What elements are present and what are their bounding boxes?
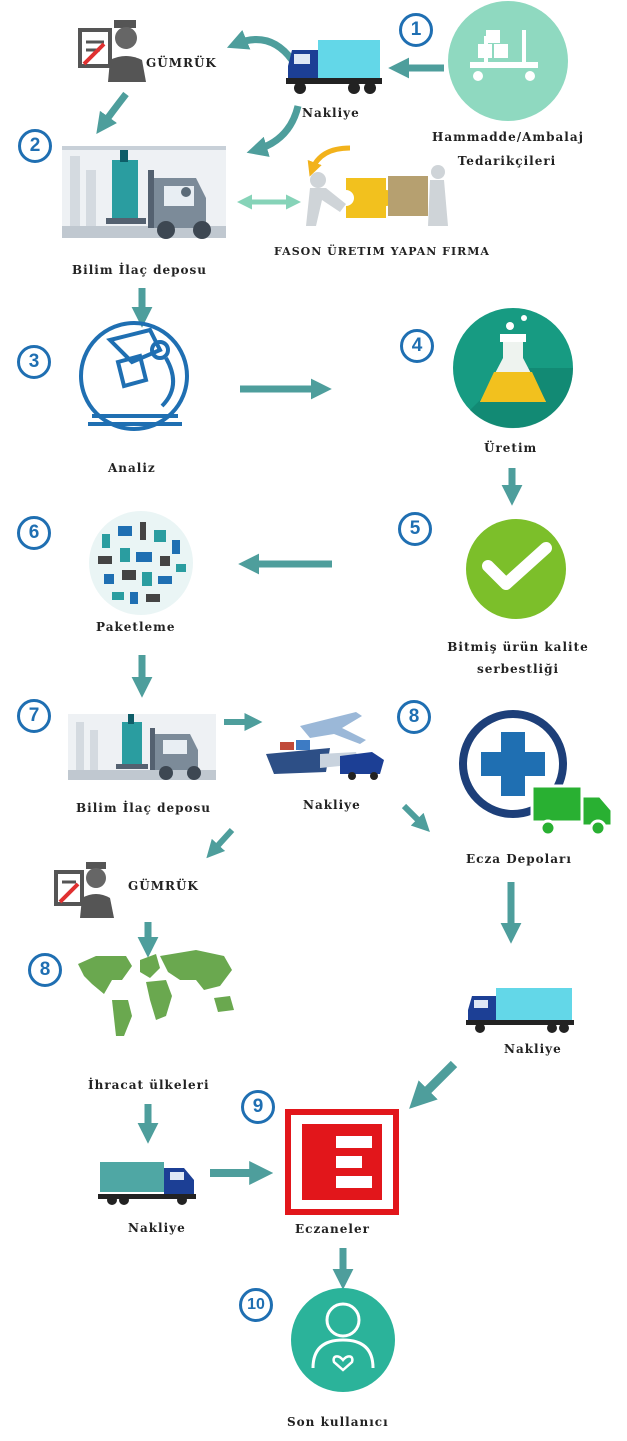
step-number-6: 6	[17, 516, 51, 550]
label-contract-manufacturer: FASON ÜRETIM YAPAN FIRMA	[274, 245, 490, 258]
warehouse-forklift-icon	[68, 714, 216, 780]
label-customs-top: GÜMRÜK	[146, 56, 217, 70]
pallet-boxes-icon	[448, 1, 568, 121]
label-packaging: Paketleme	[96, 620, 176, 634]
label-transport-bottom: Nakliye	[128, 1221, 186, 1235]
label-suppliers-line2: Tedarikçileri	[457, 154, 557, 168]
truck-icon	[466, 988, 574, 1033]
step-number-1: 1	[399, 13, 433, 47]
label-depot-top: Bilim İlaç deposu	[72, 263, 208, 277]
arrow-shipping-to-wholesaler	[401, 803, 430, 832]
step-number-5: 5	[398, 512, 432, 546]
truck-icon	[98, 1162, 196, 1205]
step-number-8: 8	[28, 953, 62, 987]
arrow-truck-to-pharmacy-right	[409, 1060, 458, 1109]
label-quality-release-line2: serbestliği	[476, 662, 560, 676]
truck-icon	[286, 40, 382, 94]
label-production: Üretim	[484, 441, 538, 455]
puzzle-people-icon	[306, 165, 448, 226]
label-transport-mid: Nakliye	[303, 798, 361, 812]
arrow-customs-to-depot	[96, 91, 129, 134]
label-customs-mid: GÜMRÜK	[128, 879, 199, 893]
label-end-user: Son kullanıcı	[287, 1415, 389, 1429]
user-icon	[291, 1288, 395, 1392]
arrows	[96, 30, 523, 1290]
arrow-truck-to-customs	[226, 30, 295, 63]
label-analysis: Analiz	[108, 461, 156, 475]
checkmark-icon	[466, 519, 566, 619]
step-number-10: 10	[239, 1288, 273, 1322]
warehouse-forklift-icon	[62, 146, 226, 239]
label-pharmacies: Eczaneler	[295, 1222, 370, 1236]
customs-officer-icon	[78, 20, 146, 82]
pharmacy-e-icon	[285, 1109, 399, 1215]
step-number-3: 3	[17, 345, 51, 379]
plane-ship-truck-icon	[266, 712, 384, 780]
label-depot-mid: Bilim İlaç deposu	[76, 801, 212, 815]
step-number-8: 8	[397, 700, 431, 734]
step-number-4: 4	[400, 329, 434, 363]
packaging-collage-icon	[89, 511, 193, 615]
label-export-countries: İhracat ülkeleri	[88, 1078, 210, 1092]
world-map-icon	[78, 950, 234, 1036]
step-number-2: 2	[18, 129, 52, 163]
arrow-depot-to-customs	[206, 827, 235, 859]
arrow-fason-to-depot	[307, 145, 351, 177]
label-quality-release-line1: Bitmiş ürün kalite	[447, 640, 589, 654]
label-suppliers-line1: Hammadde/Ambalaj	[432, 130, 584, 144]
label-transport-right: Nakliye	[504, 1042, 562, 1056]
step-number-7: 7	[17, 699, 51, 733]
medical-cross-truck-icon	[459, 710, 614, 837]
arrow-truck-to-depot	[246, 105, 302, 157]
customs-officer-icon	[54, 862, 114, 918]
label-wholesalers: Ecza Depoları	[466, 852, 572, 866]
label-transport-top: Nakliye	[302, 106, 360, 120]
flask-icon	[453, 308, 574, 429]
step-number-9: 9	[241, 1090, 275, 1124]
microscope-icon	[79, 321, 189, 431]
